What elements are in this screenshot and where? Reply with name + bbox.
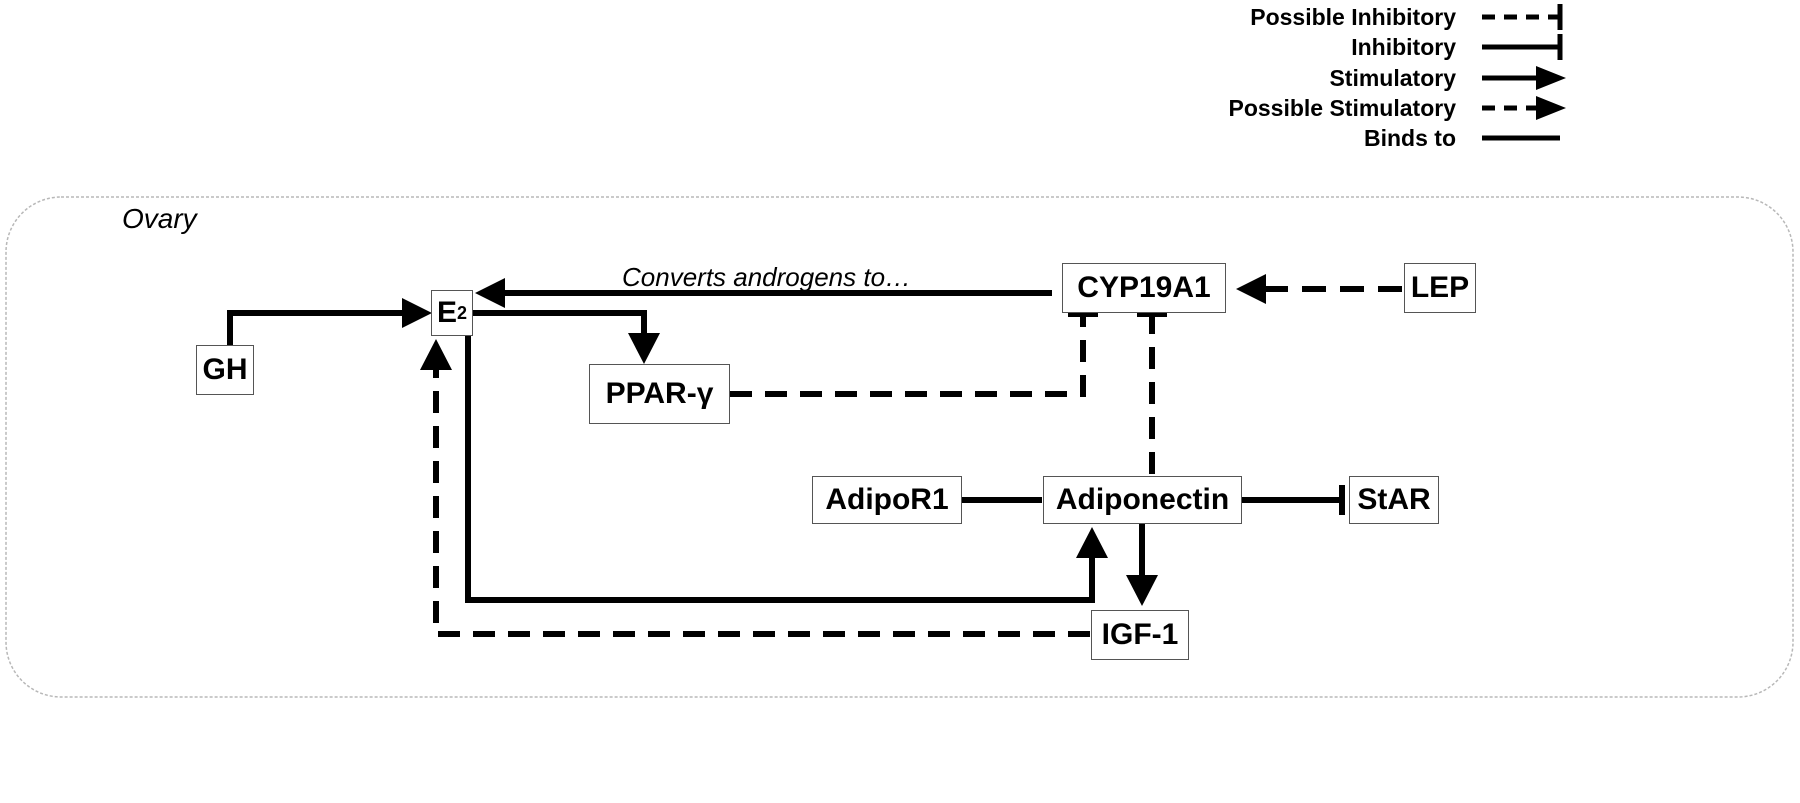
edge-gh-to-e2 bbox=[227, 298, 432, 345]
edge-cyp19a1-to-e2 bbox=[475, 278, 1052, 308]
edge-adiponectin-inhibits-cyp19a1 bbox=[1137, 311, 1167, 474]
node-lep: LEP bbox=[1404, 263, 1476, 313]
node-adiponectin: Adiponectin bbox=[1043, 476, 1242, 524]
legend-stimulatory-glyph bbox=[1482, 66, 1566, 90]
node-star: StAR bbox=[1349, 476, 1439, 524]
legend-stimulatory-label: Stimulatory bbox=[1329, 65, 1456, 91]
converts-annotation: Converts androgens to… bbox=[622, 262, 912, 292]
ovary-label: Ovary bbox=[122, 203, 197, 234]
node-adipor1: AdipoR1 bbox=[812, 476, 962, 524]
edge-e2-to-adiponectin bbox=[465, 335, 1108, 603]
node-cyp19a1: CYP19A1 bbox=[1062, 263, 1226, 313]
pathway-edges bbox=[227, 274, 1402, 637]
edge-adiponectin-inhibits-star bbox=[1242, 485, 1345, 515]
legend-inhibitory-glyph bbox=[1482, 34, 1563, 60]
legend-inhibitory-label: Inhibitory bbox=[1351, 34, 1456, 60]
edge-lep-to-cyp19a1 bbox=[1236, 274, 1402, 304]
ovary-region bbox=[5, 196, 1794, 698]
node-e2-base: E bbox=[436, 296, 457, 329]
edge-adiponectin-to-igf1 bbox=[1126, 520, 1158, 606]
node-ppar-gamma: PPAR-γ bbox=[589, 364, 730, 424]
legend-binds-to-label: Binds to bbox=[1364, 125, 1456, 151]
edge-igf1-to-e2 bbox=[420, 339, 1090, 637]
legend-possible-stimulatory-glyph bbox=[1482, 96, 1566, 120]
legend-possible-stimulatory-label: Possible Stimulatory bbox=[1228, 95, 1456, 121]
edge-ppar-inhibits-cyp19a1 bbox=[730, 311, 1098, 397]
legend-possible-inhibitory-label: Possible Inhibitory bbox=[1250, 4, 1456, 30]
legend-glyphs bbox=[1482, 4, 1566, 141]
legend-possible-inhibitory-glyph bbox=[1482, 4, 1563, 30]
edge-e2-to-ppar bbox=[472, 310, 660, 364]
node-e2-subscript: 2 bbox=[457, 302, 468, 323]
node-gh: GH bbox=[196, 345, 254, 395]
node-igf1: IGF-1 bbox=[1091, 610, 1189, 660]
